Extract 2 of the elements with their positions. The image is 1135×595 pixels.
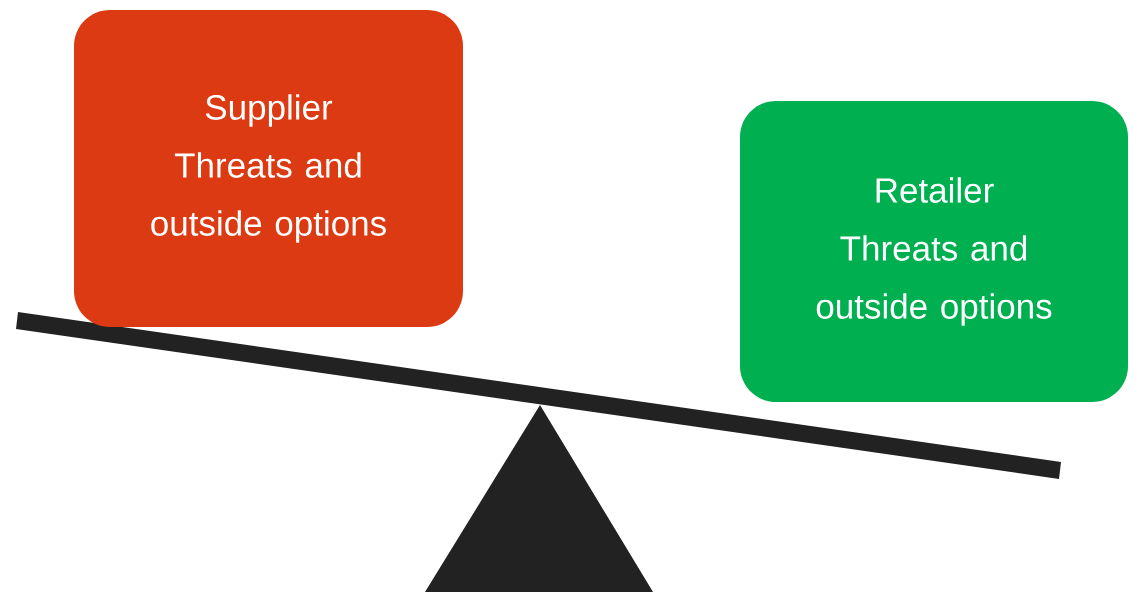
text-box: Retailer Threats and outside options [740,101,1128,402]
text-box: Supplier Threats and outside options [74,10,463,327]
